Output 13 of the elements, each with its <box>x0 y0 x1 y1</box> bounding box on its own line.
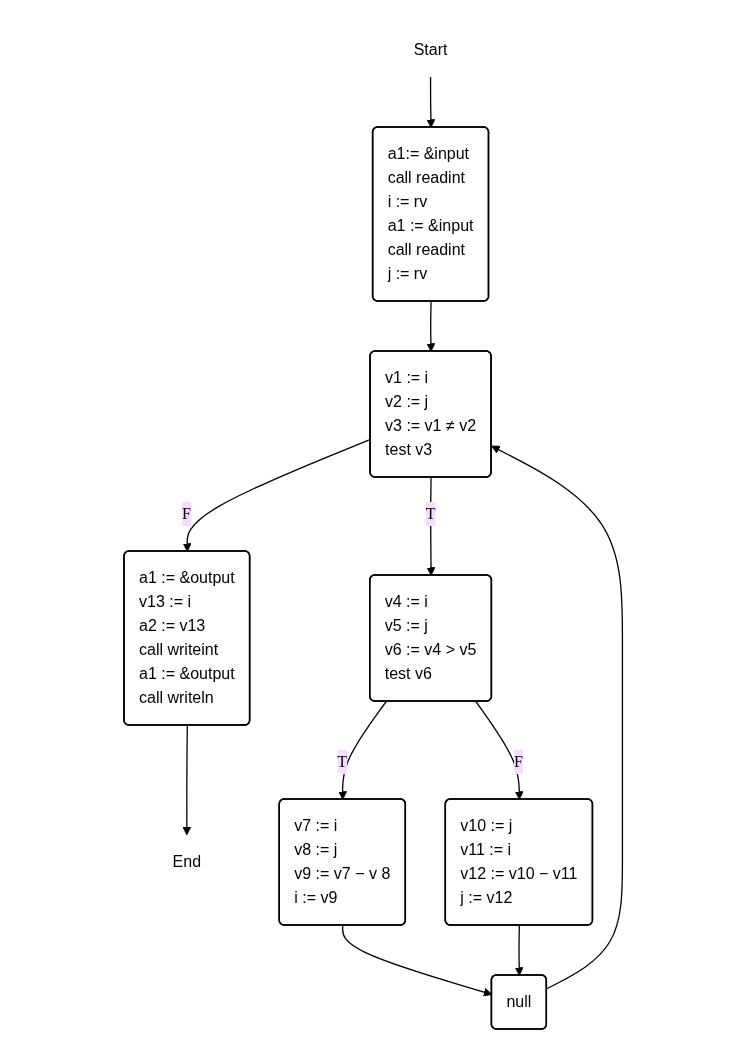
arrow <box>426 76 436 128</box>
edge-label: F <box>182 505 192 522</box>
edge-label: T <box>337 753 348 770</box>
node-text: End <box>172 853 202 870</box>
edge-label: T <box>425 505 436 522</box>
arrow <box>338 700 388 800</box>
node-text: Start <box>413 41 448 58</box>
arrow <box>426 300 436 352</box>
arrow <box>515 924 524 976</box>
arrow <box>475 700 524 800</box>
arrow <box>491 445 624 990</box>
edge-label: F <box>514 753 524 770</box>
arrow <box>182 724 192 836</box>
